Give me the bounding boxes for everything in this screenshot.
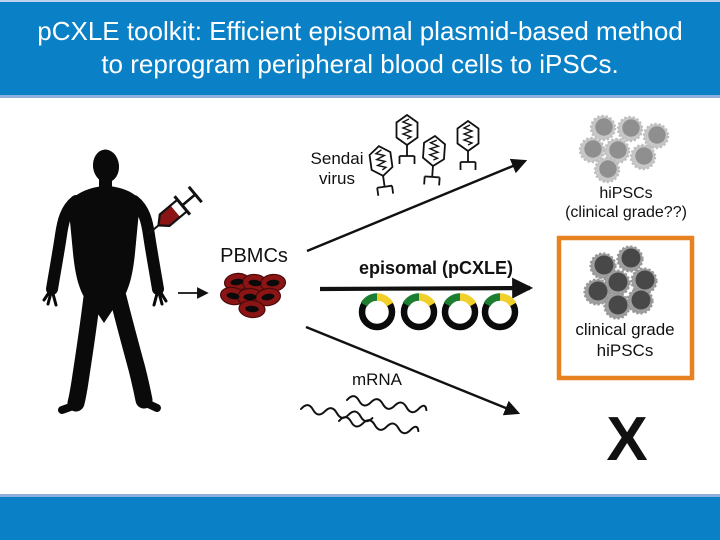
plasmid-ring-icon (400, 293, 438, 331)
clinical-grade-box (556, 235, 695, 381)
plasmid-ring-icon (441, 293, 479, 331)
hipscs-name: hiPSCs (599, 185, 653, 202)
sendai-label-line2: virus (319, 169, 355, 188)
pbmc-cells-icon (220, 272, 287, 319)
bacteriophage-icon (456, 119, 480, 170)
clinical-grade-label: clinical grade hiPSCs (575, 319, 674, 361)
slide-title-line1: pCXLE toolkit: Efficient episomal plasmi… (37, 16, 683, 46)
sendai-arrow-icon (306, 158, 528, 253)
footer-bar (0, 494, 720, 540)
plasmid-ring-icon (358, 293, 396, 331)
hipscs-result-label: hiPSCs (clinical grade??) (565, 184, 687, 222)
episomal-label: episomal (pCXLE) (358, 258, 514, 278)
clinical-ipsc-colony-icon (583, 245, 658, 320)
plasmid-group (358, 293, 519, 331)
sendai-virus-label: Sendai virus (311, 149, 364, 189)
mrna-label: mRNA (351, 370, 403, 389)
sendai-virus-group (368, 113, 480, 196)
human-silhouette-icon (42, 149, 168, 414)
sendai-label-line1: Sendai (310, 149, 364, 168)
episomal-arrow-icon (319, 277, 534, 299)
slide-title-line2: to reprogram peripheral blood cells to i… (101, 49, 619, 79)
clinical-grade-line2: hiPSCs (596, 341, 654, 360)
title-banner: pCXLE toolkit: Efficient episomal plasmi… (0, 0, 720, 98)
bacteriophage-icon (368, 145, 395, 196)
rejected-x-label: X (606, 405, 648, 474)
mrna-arrow-icon (305, 325, 521, 416)
bacteriophage-icon (395, 113, 419, 164)
syringe-icon (146, 185, 203, 236)
clinical-grade-line1: clinical grade (575, 320, 675, 339)
pbmcs-label: PBMCs (220, 245, 288, 267)
bacteriophage-icon (422, 134, 446, 186)
plasmid-ring-icon (481, 293, 519, 331)
mrna-squiggle-icon (300, 395, 428, 435)
ipsc-colony-icon (578, 114, 670, 184)
hipscs-grade-question: (clinical grade??) (565, 204, 687, 221)
